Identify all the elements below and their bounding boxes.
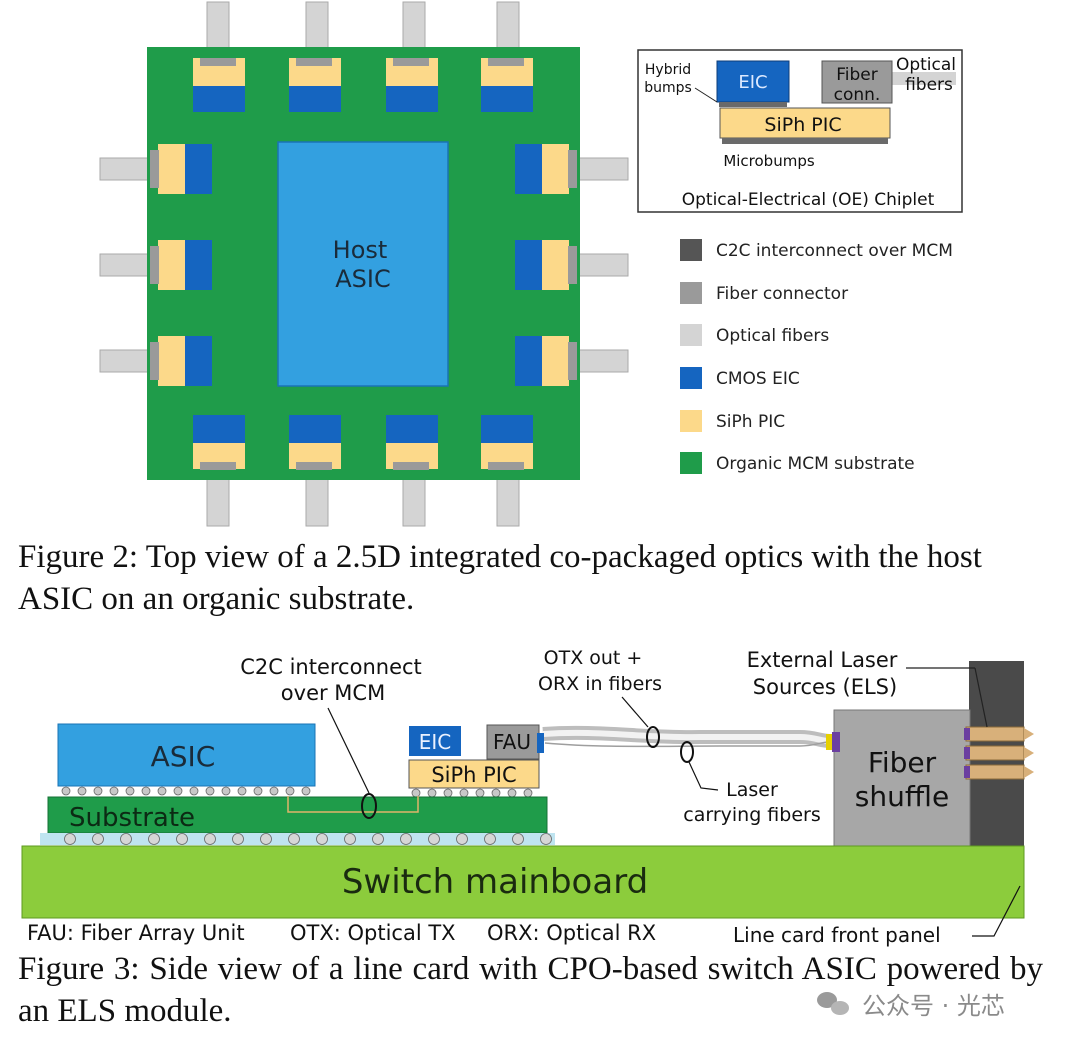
legend-swatch-siph-pic	[680, 410, 702, 432]
fiber-bundle	[542, 725, 831, 748]
host-asic-label-2: ASIC	[335, 265, 391, 293]
legend-label-optical-fibers: Optical fibers	[716, 326, 829, 346]
optical-fibers-left	[99, 157, 161, 373]
laser-label-1: Laser	[726, 779, 778, 801]
host-asic-label-1: Host	[333, 236, 388, 264]
inset-title: Optical-Electrical (OE) Chiplet	[682, 190, 935, 210]
side-eic-label: EIC	[419, 730, 452, 754]
switch-mainboard-label: Switch mainboard	[342, 862, 648, 902]
els-label-1: External Laser	[747, 648, 898, 672]
otx-label-2: ORX in fibers	[538, 673, 662, 695]
legend-label-c2c: C2C interconnect over MCM	[716, 241, 953, 261]
legend-item-mcm-substrate: Organic MCM substrate	[680, 452, 915, 474]
front-panel-label: Line card front panel	[733, 923, 941, 947]
inset-hybrid-bumps-label-2: bumps	[644, 80, 692, 96]
oe-chiplets-top	[193, 58, 533, 112]
figure3-caption: Figure 3: Side view of a line card with …	[18, 951, 1043, 1029]
optical-fibers-bottom	[206, 469, 520, 527]
oe-chiplets-right	[515, 144, 577, 386]
figure2-caption: Figure 2: Top view of a 2.5D integrated …	[18, 539, 982, 617]
legend-swatch-fiber-connector	[680, 282, 702, 304]
inset-eic-label: EIC	[738, 72, 767, 93]
laser-callout-ellipse	[680, 741, 694, 763]
legend-item-c2c: C2C interconnect over MCM	[680, 239, 953, 261]
legend-label-mcm-substrate: Organic MCM substrate	[716, 454, 915, 474]
side-eic	[409, 726, 461, 756]
figure3-side-view: ASIC EIC FAU SiPh PIC Substrate Switch m…	[21, 647, 1034, 947]
inset-fiber-conn-label-2: conn.	[834, 85, 881, 105]
legend-item-siph-pic: SiPh PIC	[680, 410, 785, 432]
legend-item-optical-fibers: Optical fibers	[680, 324, 829, 346]
legend: C2C interconnect over MCM Fiber connecto…	[680, 239, 953, 474]
inset-optical-fibers-label-2: fibers	[905, 75, 953, 95]
side-asic	[57, 723, 316, 787]
side-siph-pic-label: SiPh PIC	[431, 763, 516, 787]
legend-label-fiber-connector: Fiber connector	[716, 284, 848, 304]
oe-chiplets-left	[150, 144, 212, 386]
els-label-2: Sources (ELS)	[753, 675, 897, 699]
abbr-otx: OTX: Optical TX	[290, 921, 456, 945]
c2c-callout-ellipse	[361, 793, 377, 819]
legend-swatch-optical-fibers	[680, 324, 702, 346]
inset-fiber-conn-label-1: Fiber	[836, 65, 878, 85]
switch-mainboard	[21, 845, 1025, 919]
optical-fibers-top	[206, 1, 520, 58]
host-asic	[277, 141, 449, 387]
wechat-icon	[817, 992, 849, 1015]
oe-chiplet-inset: EIC Fiber conn. Optical fibers Hybrid bu…	[637, 49, 963, 213]
legend-item-fiber-connector: Fiber connector	[680, 282, 848, 304]
side-asic-label: ASIC	[151, 740, 216, 773]
figure2-top-view: Host ASIC	[99, 1, 963, 527]
otx-callout-ellipse	[646, 726, 660, 748]
fiber-shuffle-label-2: shuffle	[855, 780, 949, 813]
side-microbumps	[61, 786, 533, 798]
legend-swatch-c2c	[680, 239, 702, 261]
fiber-shuffle-box	[833, 709, 971, 847]
inset-microbumps-label: Microbumps	[723, 152, 815, 170]
watermark-text: 公众号 · 光芯	[862, 992, 1005, 1020]
fiber-shuffle-label-1: Fiber	[868, 746, 937, 779]
hybrid-bumps-row	[719, 102, 787, 107]
inset-optical-fibers-label-1: Optical	[896, 55, 956, 75]
legend-item-cmos-eic: CMOS EIC	[680, 367, 800, 389]
legend-swatch-cmos-eic	[680, 367, 702, 389]
legend-swatch-mcm-substrate	[680, 452, 702, 474]
laser-label-2: carrying fibers	[683, 804, 820, 826]
side-siph-pic	[408, 759, 540, 789]
oe-chiplets-bottom	[193, 415, 533, 470]
side-substrate	[47, 796, 548, 834]
side-fau	[486, 724, 540, 760]
microbumps-row	[722, 138, 888, 144]
c2c-label-2: over MCM	[281, 681, 385, 705]
otx-label-1: OTX out +	[544, 647, 643, 669]
external-laser-sources	[964, 726, 1034, 780]
abbr-fau: FAU: Fiber Array Unit	[27, 921, 245, 945]
legend-label-cmos-eic: CMOS EIC	[716, 369, 800, 389]
side-substrate-label: Substrate	[69, 803, 195, 833]
side-bga-balls	[64, 833, 552, 845]
side-fau-label: FAU	[493, 730, 531, 754]
abbr-orx: ORX: Optical RX	[487, 921, 656, 945]
inset-hybrid-bumps-label-1: Hybrid	[645, 62, 691, 78]
c2c-label-1: C2C interconnect	[240, 655, 422, 679]
inset-siph-pic-label: SiPh PIC	[764, 114, 841, 136]
legend-label-siph-pic: SiPh PIC	[716, 412, 785, 432]
